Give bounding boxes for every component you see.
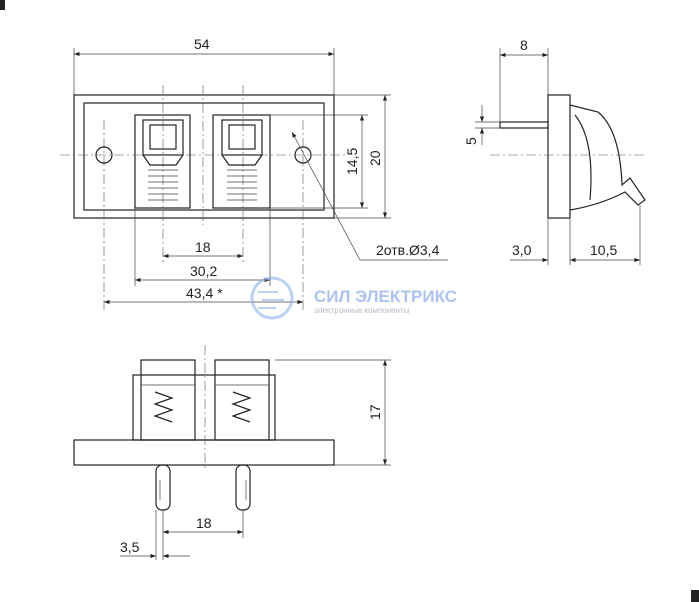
dim-hole-spacing: 43,4 * <box>186 285 223 301</box>
side-view: 8 5 3,0 10,5 <box>463 37 646 265</box>
dim-width: 54 <box>194 36 210 52</box>
watermark: СИЛ ЭЛЕКТРИКС электронные компоненты <box>250 276 457 320</box>
watermark-logo-icon <box>250 276 294 320</box>
terminal-window <box>134 114 191 209</box>
dim-body-depth: 10,5 <box>590 242 617 258</box>
dim-plate-thickness: 3,0 <box>512 242 532 258</box>
terminal-window <box>212 114 271 209</box>
dim-pin-width: 3,5 <box>120 539 140 555</box>
bottom-view: 17 18 3,5 <box>73 345 391 560</box>
dim-pin-offset: 5 <box>463 137 479 145</box>
hole-note: 2отв.Ø3,4 <box>376 242 440 258</box>
dim-terminal-pitch: 18 <box>195 239 211 255</box>
dim-pin-pitch: 18 <box>196 515 212 531</box>
dim-window-height: 14,5 <box>344 148 360 175</box>
dim-pin-length: 8 <box>520 37 528 53</box>
watermark-brand: СИЛ ЭЛЕКТРИКС <box>314 287 457 306</box>
watermark-tagline: электронные компоненты <box>314 306 410 315</box>
mounting-hole <box>95 146 113 164</box>
dim-bottom-height: 17 <box>367 404 383 420</box>
dim-height: 20 <box>367 150 383 166</box>
dim-window-span: 30,2 <box>190 263 217 279</box>
mounting-hole <box>294 146 312 164</box>
front-view: 54 14,5 20 18 30,2 43,4 * 2отв.Ø3,4 <box>60 36 448 310</box>
